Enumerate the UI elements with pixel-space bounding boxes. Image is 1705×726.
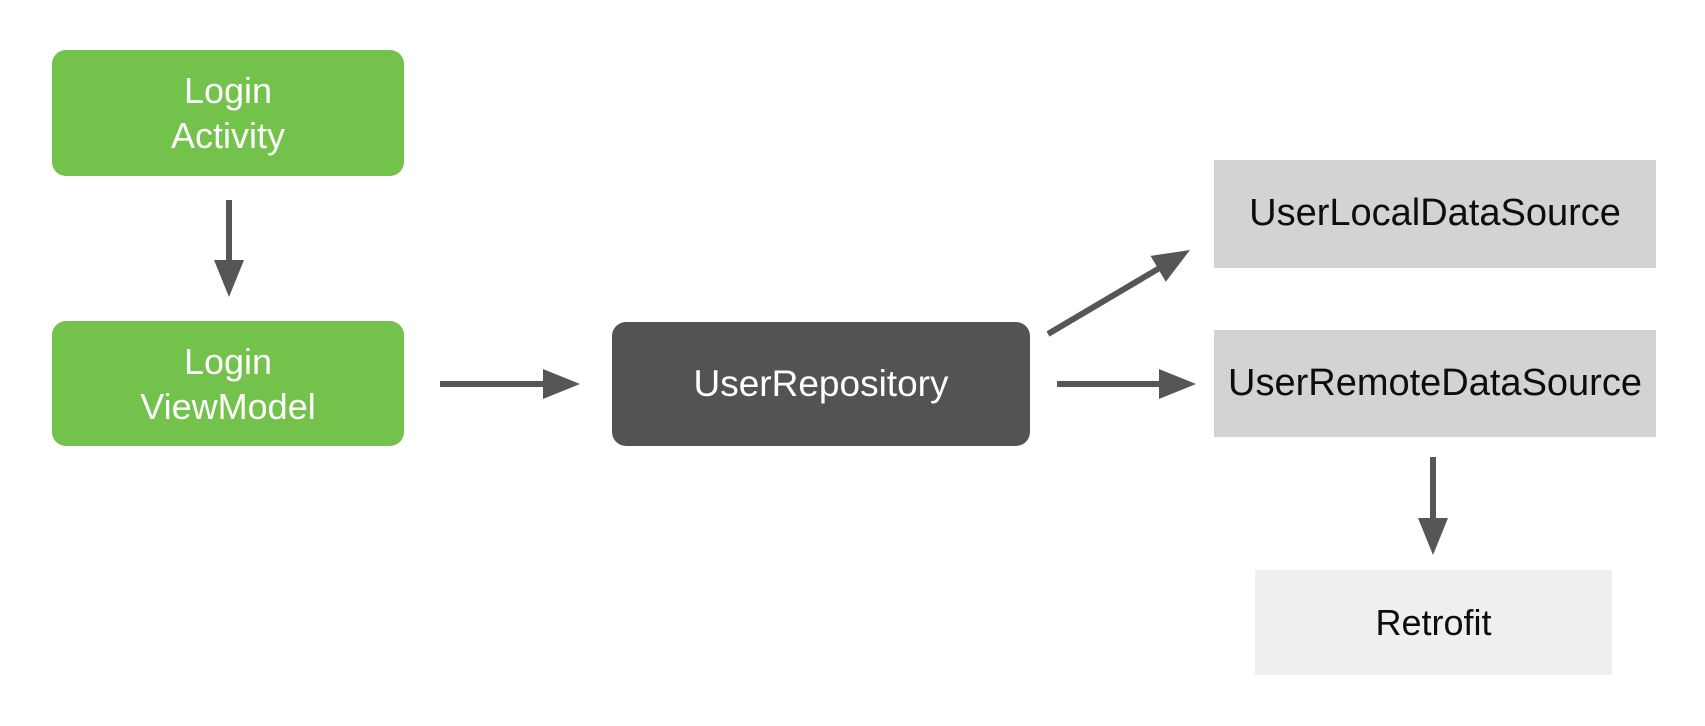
node-user-repository-label: UserRepository — [693, 362, 949, 404]
arrow-user-remote-data-source-to-retrofit — [1418, 457, 1448, 555]
node-user-local-data-source: UserLocalDataSource — [1214, 160, 1656, 268]
arrow-user-repository-to-user-local-data-source — [1046, 250, 1190, 337]
node-retrofit-label: Retrofit — [1375, 602, 1492, 643]
node-retrofit: Retrofit — [1255, 570, 1612, 675]
node-login-activity-label: Login Activity — [170, 70, 285, 156]
node-user-repository: UserRepository — [612, 322, 1030, 446]
node-login-activity: Login Activity — [52, 50, 404, 176]
node-user-remote-data-source: UserRemoteDataSource — [1214, 330, 1656, 437]
arrow-user-repository-to-user-remote-data-source — [1057, 369, 1196, 399]
node-login-viewmodel-label: Login ViewModel — [140, 340, 316, 427]
node-login-viewmodel: Login ViewModel — [52, 321, 404, 446]
arrow-login-activity-to-login-viewmodel — [214, 200, 244, 297]
arrow-login-viewmodel-to-user-repository — [440, 369, 580, 399]
node-user-remote-data-source-label: UserRemoteDataSource — [1228, 361, 1642, 404]
node-user-local-data-source-label: UserLocalDataSource — [1249, 192, 1621, 235]
